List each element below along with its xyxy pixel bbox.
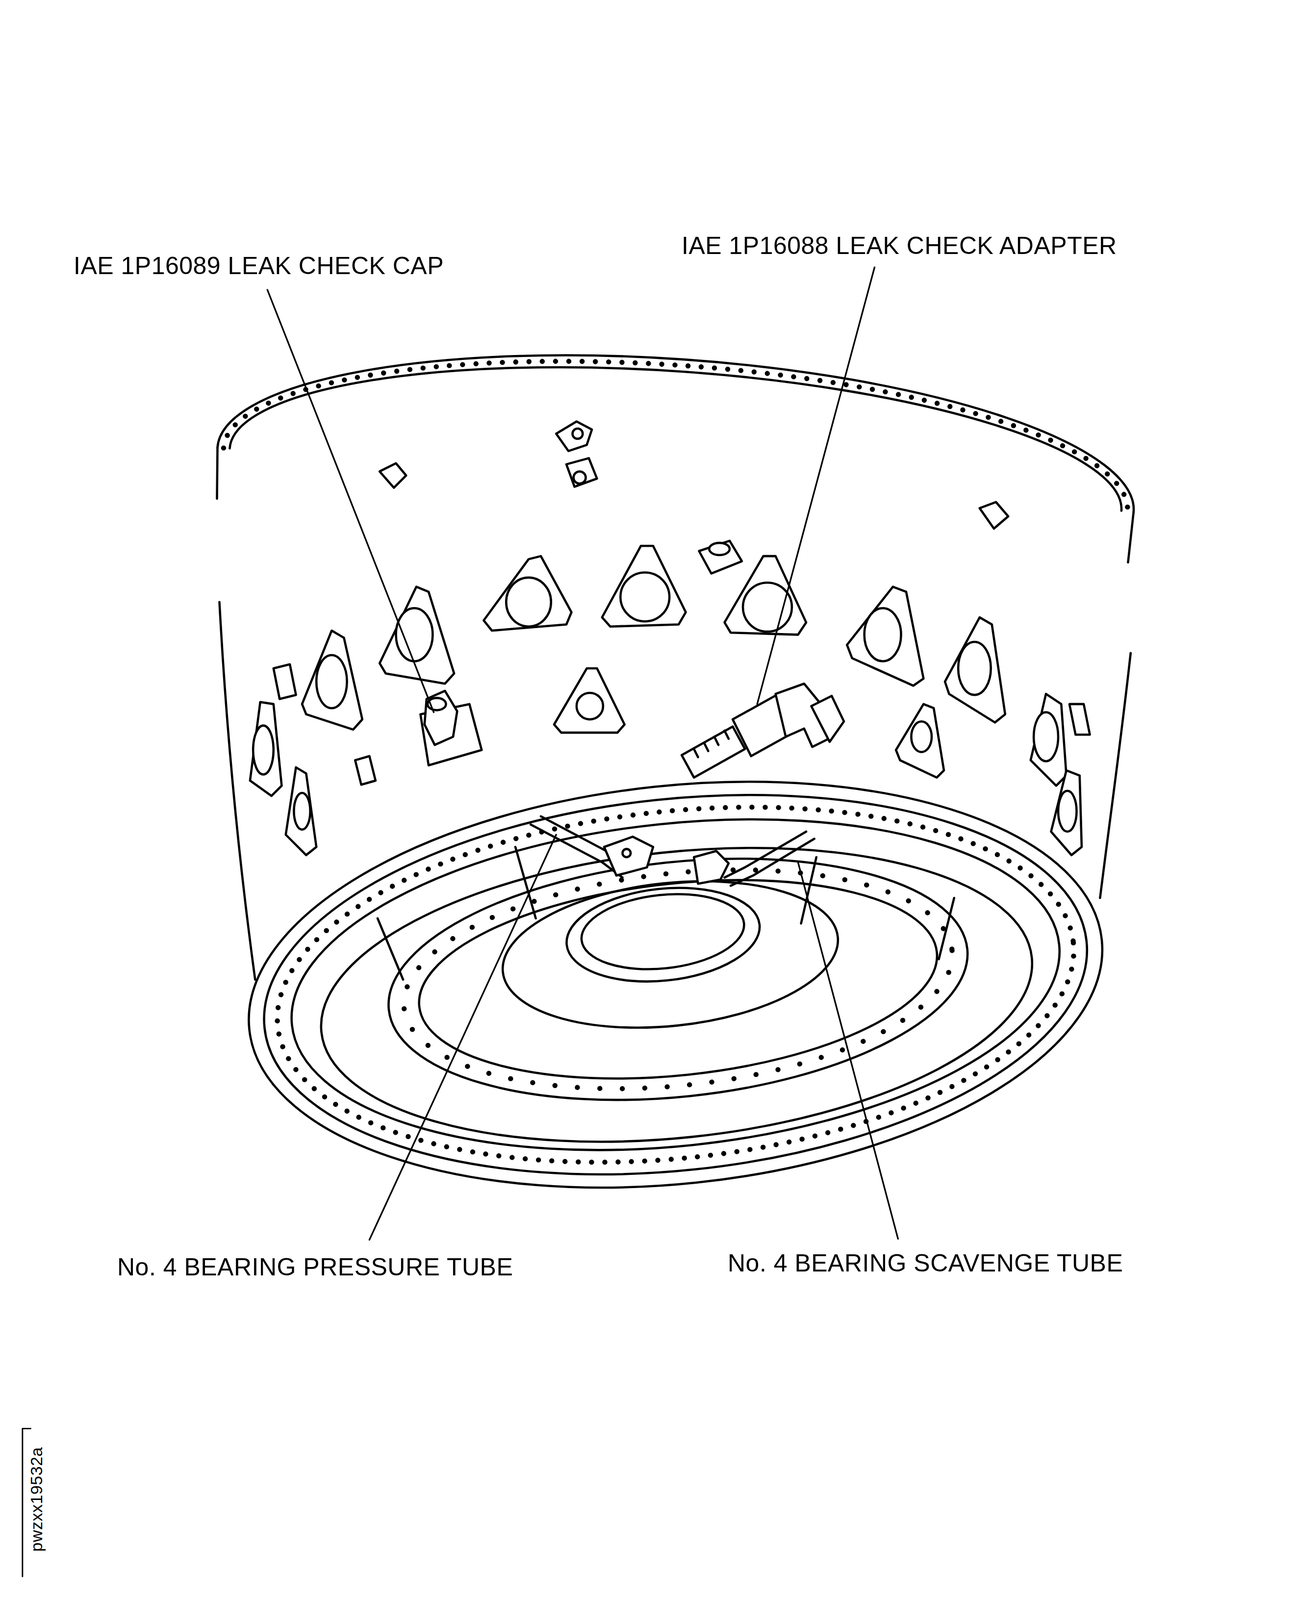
- boss-flanges: [250, 545, 1082, 856]
- strut: [377, 846, 955, 980]
- leader-line: [267, 267, 898, 1240]
- callout-label: IAE 1P16089 LEAK CHECK CAP: [73, 252, 444, 280]
- bottom-flange: [228, 741, 1123, 1228]
- leak-check-adapter: [681, 683, 844, 778]
- case-brackets: [273, 421, 1091, 785]
- scavenge-tube: [724, 831, 815, 886]
- callout-label: IAE 1P16088 LEAK CHECK ADAPTER: [681, 232, 1118, 260]
- top-flange: [213, 327, 1143, 563]
- callout-label: No. 4 BEARING PRESSURE TUBE: [117, 1253, 513, 1281]
- tube-fitting: [604, 836, 654, 876]
- callout-label: No. 4 BEARING SCAVENGE TUBE: [727, 1249, 1123, 1277]
- tube-fitting: [693, 851, 729, 885]
- figure-id: pwzxx19532a: [27, 1447, 46, 1552]
